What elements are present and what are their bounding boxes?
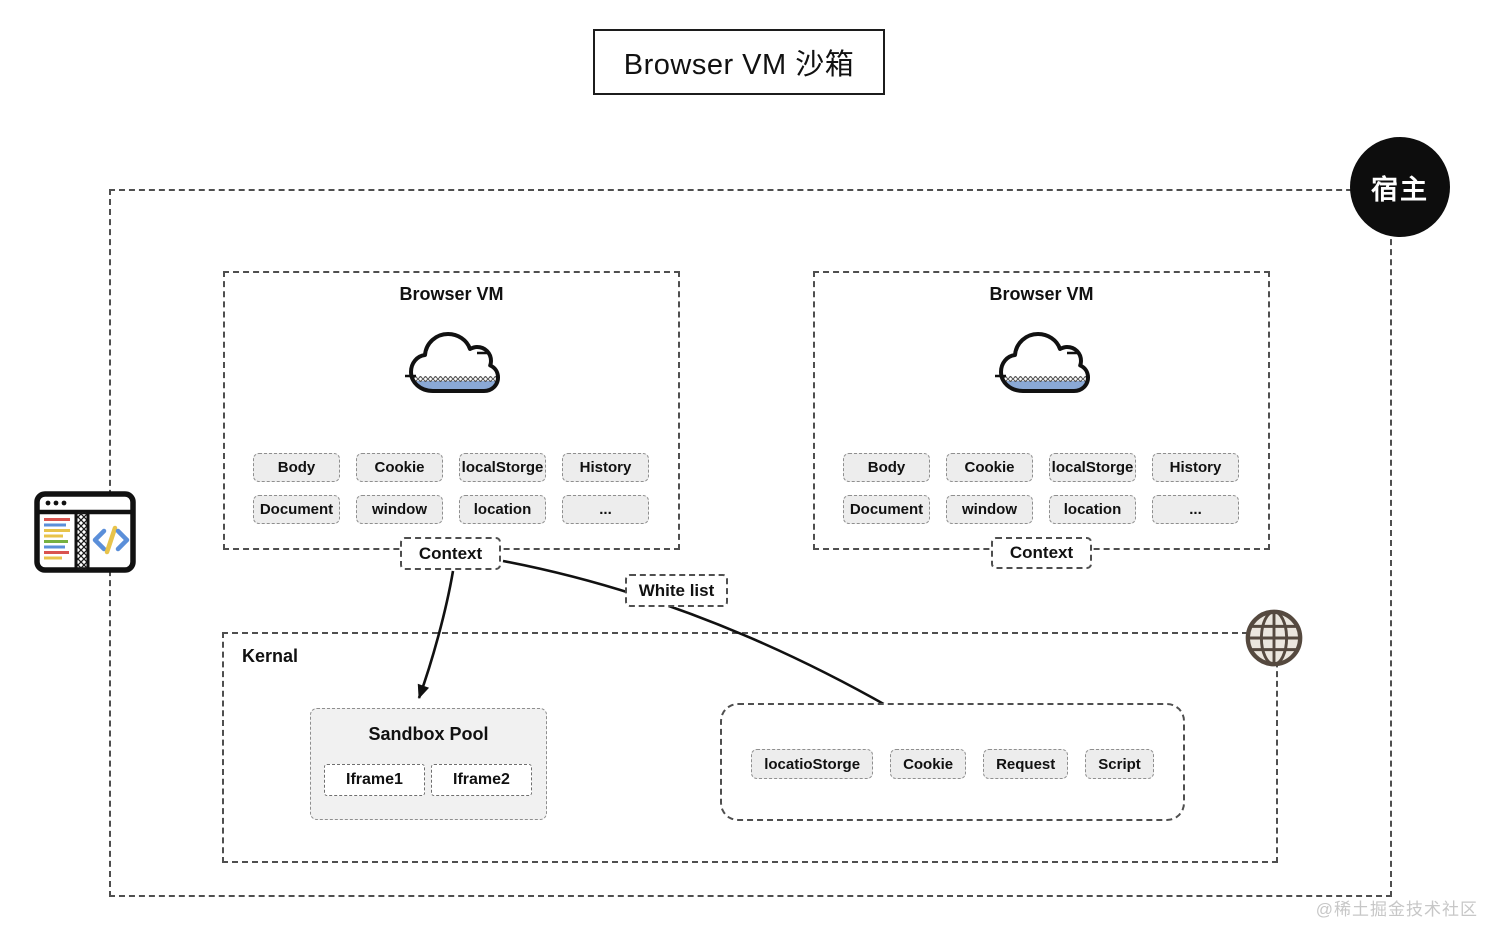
api-chip: location — [1049, 495, 1136, 524]
vm-api-chip-grid: Body Cookie localStorge History Document… — [253, 453, 649, 524]
api-chip: Cookie — [890, 749, 967, 779]
api-chip: window — [946, 495, 1033, 524]
iframe2-box: Iframe2 — [431, 764, 532, 796]
context-tag-right: Context — [991, 537, 1092, 569]
sandbox-pool-title: Sandbox Pool — [368, 724, 489, 744]
api-chip: Document — [843, 495, 930, 524]
watermark: @稀土掘金技术社区 — [1315, 900, 1478, 919]
browser-vm-title: Browser VM — [399, 284, 504, 304]
browser-vm-box-right: Browser VM Body Cookie — [813, 271, 1270, 550]
whitelist-api-box: locatioStorge Cookie Request Script — [720, 703, 1185, 821]
api-chip: localStorge — [459, 453, 546, 482]
cloud-icon — [993, 329, 1093, 408]
api-chip: ... — [1152, 495, 1239, 524]
api-chip: Body — [843, 453, 930, 482]
api-chip: Script — [1085, 749, 1154, 779]
api-chip: History — [1152, 453, 1239, 482]
api-chip: locatioStorge — [751, 749, 874, 779]
host-badge: 宿主 — [1350, 137, 1450, 237]
api-chip: location — [459, 495, 546, 524]
whitelist-api-chips: locatioStorge Cookie Request Script — [722, 749, 1183, 779]
host-badge-label: 宿主 — [1371, 174, 1429, 205]
api-chip: Document — [253, 495, 340, 524]
vm-api-chip-grid: Body Cookie localStorge History Document… — [843, 453, 1239, 524]
white-list-tag: White list — [625, 574, 728, 607]
api-chip: localStorge — [1049, 453, 1136, 482]
context-label: Context — [418, 543, 483, 563]
api-chip: Body — [253, 453, 340, 482]
api-chip: Request — [983, 749, 1069, 779]
globe-icon — [1243, 607, 1305, 674]
iframe1-box: Iframe1 — [324, 764, 425, 796]
code-lines — [44, 518, 70, 560]
cloud-icon — [403, 329, 503, 408]
api-chip: Cookie — [946, 453, 1033, 482]
api-chip: History — [562, 453, 649, 482]
api-chip: Cookie — [356, 453, 443, 482]
context-label: Context — [1009, 543, 1074, 562]
browser-vm-box-left: Browser VM Body Cookie — [223, 271, 680, 550]
sandbox-pool-box: Sandbox Pool Iframe1 Iframe2 — [310, 708, 547, 820]
api-chip: ... — [562, 495, 649, 524]
context-tag-left: Context — [400, 537, 501, 570]
diagram-title: Browser VM 沙箱 — [593, 29, 885, 95]
browser-vm-title: Browser VM — [989, 284, 1094, 304]
diagram-title-text: Browser VM 沙箱 — [623, 49, 855, 81]
code-browser-icon — [33, 490, 137, 579]
kernel-title: Kernal — [242, 646, 299, 666]
white-list-label: White list — [638, 580, 715, 600]
api-chip: window — [356, 495, 443, 524]
